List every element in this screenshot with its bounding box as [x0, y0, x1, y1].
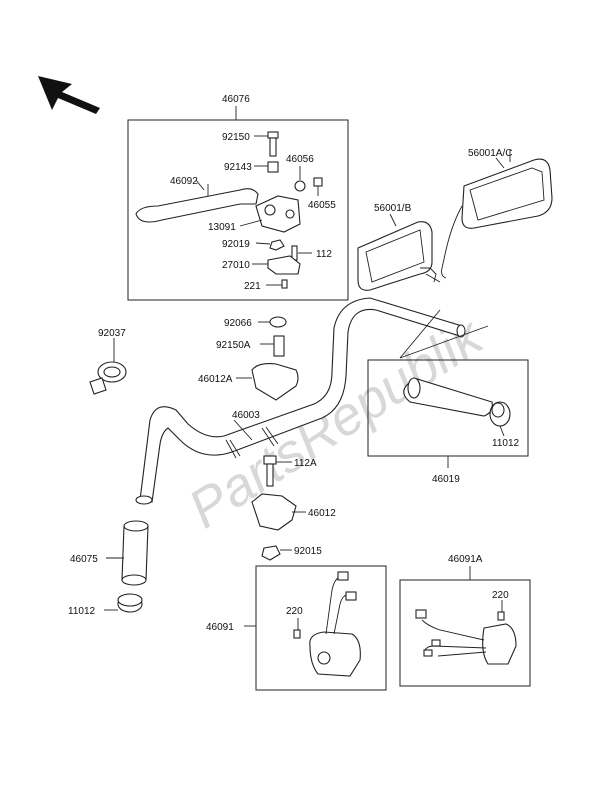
- label-56001ac: 56001A/C: [468, 148, 512, 159]
- screw-221: [281, 279, 288, 289]
- bolt-92150: [267, 131, 279, 157]
- switch-27010: [267, 255, 301, 275]
- collar-92143: [267, 161, 279, 173]
- cap-92066: [269, 316, 287, 328]
- front-arrow-icon: [38, 76, 100, 114]
- mirror-56001b: [357, 213, 437, 291]
- bolt-112a: [263, 455, 277, 487]
- nut-92015: [261, 545, 281, 561]
- label-27010: 27010: [222, 260, 250, 271]
- grip-end-11012-right: [489, 401, 511, 427]
- label-46012a: 46012A: [198, 374, 233, 385]
- label-46003: 46003: [232, 410, 260, 421]
- left-switch-46091: [293, 571, 361, 677]
- label-92150: 92150: [222, 132, 250, 143]
- label-220-left: 220: [286, 606, 303, 617]
- label-11012-right: 11012: [492, 438, 520, 449]
- label-92037: 92037: [98, 328, 126, 339]
- mirror-56001ac: [441, 157, 553, 279]
- nut-92019: [269, 239, 285, 251]
- label-56001b: 56001/B: [374, 203, 412, 214]
- upper-holder-46012a: [251, 363, 299, 401]
- label-11012-left: 11012: [68, 606, 96, 617]
- lever-holder-13091: [255, 195, 301, 233]
- label-92015: 92015: [294, 546, 322, 557]
- left-switch-box: [255, 565, 387, 691]
- right-switch-46091a: [415, 609, 517, 665]
- clamp-92037: [89, 361, 127, 395]
- left-grip-46075: [121, 520, 149, 586]
- label-46092: 46092: [170, 176, 198, 187]
- clutch-lever: [135, 184, 259, 223]
- grip-end-11012-left: [117, 593, 143, 613]
- label-13091: 13091: [208, 222, 236, 233]
- throttle-grip: [403, 377, 493, 417]
- label-46091: 46091: [206, 622, 234, 633]
- label-112a: 112A: [294, 458, 317, 469]
- label-92143: 92143: [224, 162, 252, 173]
- label-92150a: 92150A: [216, 340, 251, 351]
- label-112: 112: [316, 249, 332, 260]
- nut-46056: [294, 180, 306, 192]
- lever-assembly-box: [127, 119, 349, 301]
- bolt-92150a: [273, 335, 285, 357]
- label-46075: 46075: [70, 554, 98, 565]
- label-46019: 46019: [432, 474, 460, 485]
- lower-holder-46012: [251, 493, 297, 531]
- label-46076: 46076: [222, 94, 250, 105]
- label-220-right: 220: [492, 590, 509, 601]
- right-switch-box: [399, 579, 531, 687]
- label-92019: 92019: [222, 239, 250, 250]
- label-46012: 46012: [308, 508, 336, 519]
- label-221: 221: [244, 281, 261, 292]
- label-46055: 46055: [308, 200, 336, 211]
- label-46056: 46056: [286, 154, 314, 165]
- screw-46055: [313, 177, 323, 187]
- label-46091a: 46091A: [448, 554, 483, 565]
- label-92066: 92066: [224, 318, 252, 329]
